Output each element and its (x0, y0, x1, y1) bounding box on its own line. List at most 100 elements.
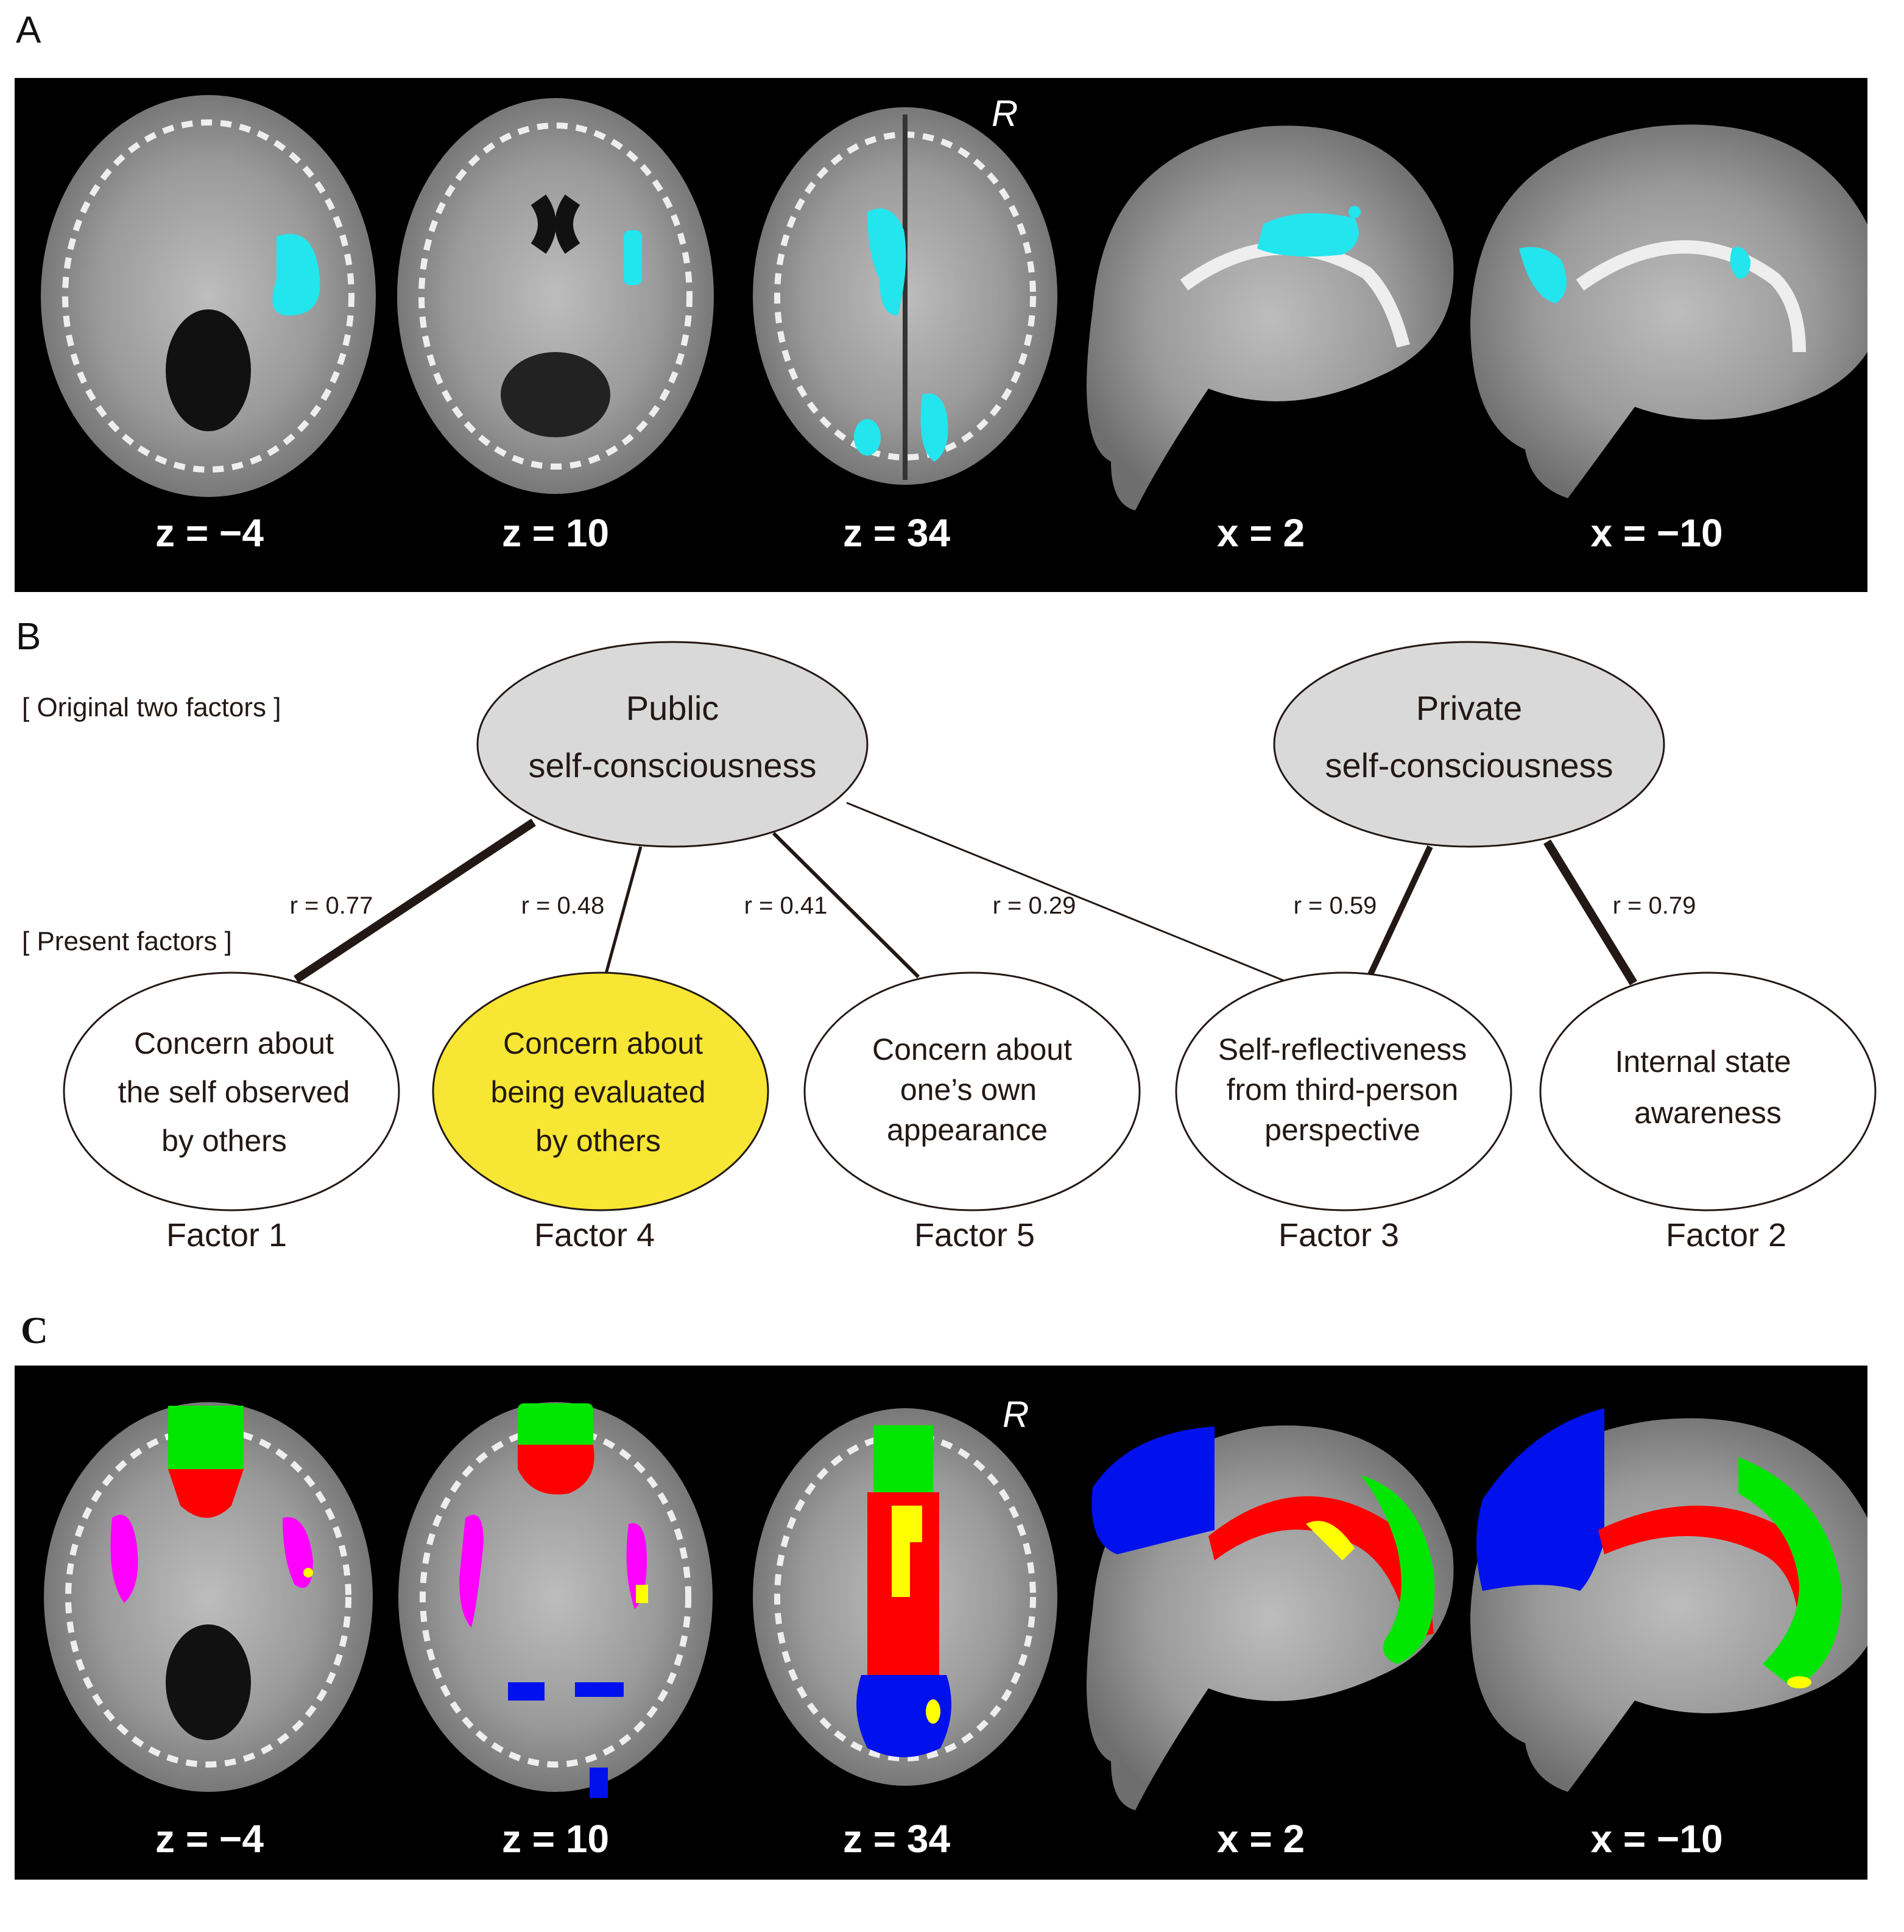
axial-slice-z-minus4 (41, 95, 376, 497)
slice-label: z = 34 (842, 1817, 951, 1861)
overlay-green (1738, 1457, 1842, 1688)
slice-label: z = 34 (842, 511, 951, 555)
slice-label: x = −10 (1590, 511, 1723, 555)
factor2-line2: awareness (1634, 1096, 1782, 1130)
overlay-a5a (1519, 247, 1567, 303)
overlay-a1 (272, 234, 320, 316)
axial-slice-z-minus4 (44, 1402, 373, 1792)
slice-label: z = 10 (501, 511, 610, 555)
node-factor1 (63, 971, 400, 1211)
correlation-label: r = 0.59 (1294, 892, 1377, 919)
factor-name: Factor 3 (1278, 1217, 1399, 1253)
axial-slice-z34 (753, 1408, 1057, 1786)
factor4-line3: by others (535, 1124, 661, 1158)
factor2-line1: Internal state (1615, 1045, 1791, 1079)
overlay-green (873, 1425, 933, 1492)
factor5-line2: one’s own (900, 1073, 1037, 1107)
public-line2: self-consciousness (528, 746, 816, 784)
link-public-factor1 (294, 819, 536, 983)
node-factor4 (432, 971, 769, 1211)
correlation-label: r = 0.77 (290, 892, 373, 919)
link-public-factor3 (846, 802, 1285, 982)
axial-slice-z10 (398, 1402, 713, 1798)
overlay-blue (856, 1675, 951, 1757)
panel-c-letter: C (21, 1310, 48, 1352)
factor5-line3: appearance (887, 1113, 1048, 1147)
overlay-a3b (920, 393, 948, 462)
factor-diagram: [ Original two factors ] [ Present facto… (0, 603, 1904, 1297)
correlation-label: r = 0.48 (521, 892, 605, 919)
node-public-self-consciousness (476, 641, 869, 848)
link-private-factor3 (1366, 845, 1433, 979)
orientation-mark-r: R (992, 93, 1018, 134)
sagittal-slice-x2 (1087, 1425, 1454, 1810)
link-public-factor4 (604, 846, 643, 976)
factor-name: Factor 4 (534, 1217, 655, 1253)
private-line1: Private (1416, 689, 1522, 727)
panel-c-slices-svg (44, 1402, 1867, 1810)
slice-label: z = −4 (155, 1817, 264, 1861)
node-factor2 (1539, 971, 1877, 1211)
overlay-blue (1091, 1426, 1215, 1554)
factor-name: Factor 5 (914, 1217, 1035, 1253)
sagittal-slice-x-minus10 (1470, 1408, 1867, 1792)
overlay-a2 (624, 230, 642, 285)
overlay-green (168, 1406, 244, 1469)
slice-label: z = 10 (501, 1817, 610, 1861)
overlay-magenta (459, 1515, 484, 1627)
factor3-line3: perspective (1264, 1113, 1420, 1147)
overlay-a4 (1257, 213, 1359, 257)
node-factor3 (1175, 971, 1512, 1211)
factor1-line3: by others (161, 1124, 287, 1158)
overlay-blue (508, 1682, 624, 1701)
overlay-a3a (867, 208, 906, 316)
panel-a-letter: A (16, 9, 41, 51)
node-private-self-consciousness (1273, 641, 1665, 848)
factor1-line1: Concern about (134, 1026, 334, 1060)
factor3-line1: Self-reflectiveness (1218, 1032, 1467, 1066)
overlay-red (1598, 1506, 1824, 1640)
slice-label: x = −10 (1590, 1817, 1723, 1861)
factor5-line1: Concern about (872, 1032, 1072, 1066)
factor4-line1: Concern about (503, 1026, 703, 1060)
link-private-factor2 (1543, 839, 1637, 985)
present-factors-label: [ Present factors ] (22, 926, 232, 956)
overlay-yellow (892, 1506, 922, 1597)
overlay-red (518, 1445, 594, 1495)
factor-diagram-svg: [ Original two factors ] [ Present facto… (22, 641, 1877, 1253)
factor4-line2: being evaluated (490, 1075, 705, 1109)
panel-a-brain-slices: R z = −4 z = 10 z = 34 x = 2 x = −10 (15, 78, 1867, 592)
original-factors-label: [ Original two factors ] (22, 693, 281, 722)
factor-name: Factor 1 (166, 1217, 287, 1253)
slice-label: x = 2 (1216, 1817, 1305, 1861)
overlay-a3c (854, 419, 881, 456)
factor3-line2: from third-person (1227, 1073, 1459, 1107)
factor1-line2: the self observed (118, 1075, 350, 1109)
link-public-factor5 (772, 831, 920, 979)
overlay-blue (1476, 1408, 1604, 1591)
overlay-green (1361, 1475, 1435, 1664)
correlation-label: r = 0.29 (993, 892, 1076, 919)
sagittal-slice-x2 (1087, 125, 1454, 510)
overlay-magenta (110, 1515, 138, 1603)
panel-b-letter: B (16, 616, 41, 658)
correlation-label: r = 0.79 (1613, 892, 1696, 919)
overlay-yellow (1306, 1521, 1355, 1560)
panel-a-slices-svg (41, 95, 1867, 510)
correlation-label: r = 0.41 (744, 892, 828, 919)
slice-label: z = −4 (155, 511, 264, 555)
sagittal-slice-x-minus10 (1470, 124, 1867, 498)
public-line1: Public (626, 689, 719, 727)
overlay-green (518, 1403, 593, 1447)
overlay-red (168, 1469, 244, 1518)
slice-label: x = 2 (1216, 511, 1305, 555)
axial-slice-z10 (397, 98, 714, 494)
private-line2: self-consciousness (1325, 746, 1613, 784)
overlay-red (1208, 1496, 1434, 1640)
axial-slice-z34 (753, 107, 1057, 485)
overlay-a5b (1730, 247, 1751, 279)
orientation-mark-r: R (1003, 1394, 1029, 1435)
panel-c-brain-slices: R z = −4 z = 10 z = 34 x = 2 x = −10 (15, 1366, 1867, 1880)
factor-name: Factor 2 (1666, 1217, 1786, 1253)
node-factor5 (803, 971, 1141, 1211)
